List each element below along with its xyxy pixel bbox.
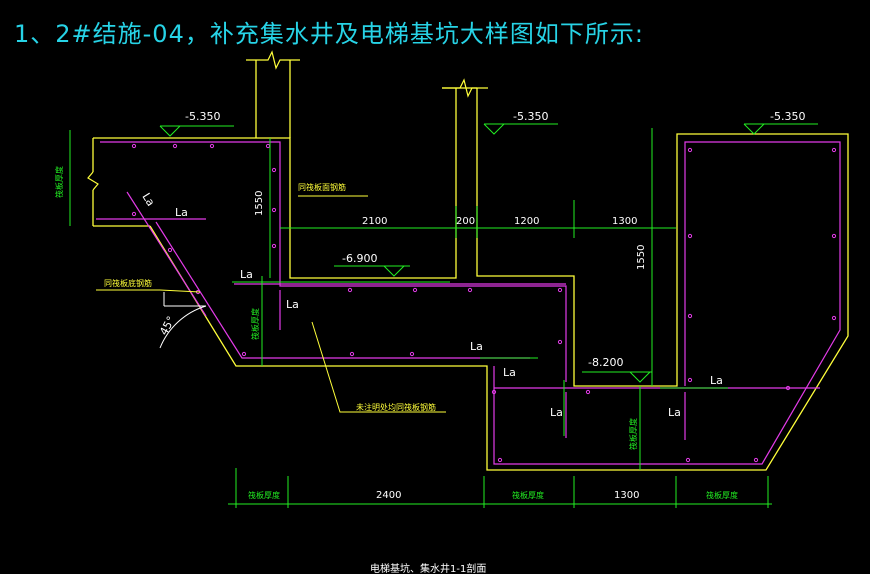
break-symbols — [87, 50, 488, 191]
dim-200: 200 — [456, 216, 475, 227]
leader-not-indicated — [311, 321, 446, 413]
note-leaders — [96, 195, 446, 413]
slope-anchor-rebar — [126, 191, 207, 317]
break-symbol-mid-wall — [442, 78, 488, 98]
elevation-labels: -5.350 -5.350 -5.350 -6.900 -8.200 — [185, 110, 805, 369]
note-bottom-rebar: 同筏板底钢筋 — [104, 278, 152, 288]
angle-arc — [159, 305, 207, 349]
deep-pit-rebar — [493, 141, 841, 465]
slope-rebar — [155, 221, 530, 359]
elevation-marker-pit — [383, 265, 405, 277]
la-label: La — [286, 298, 299, 311]
la-label: La — [503, 366, 516, 379]
annotation-leaders — [159, 292, 207, 349]
elevation-marker-right — [743, 123, 765, 135]
note-top-rebar: 同筏板面钢筋 — [298, 182, 346, 192]
elevation-marker-mid — [483, 123, 505, 135]
top-rebar — [100, 141, 567, 382]
bottom-caption: 电梯基坑、集水井1-1剖面 — [370, 562, 486, 574]
elevation-label-top-middle: -5.350 — [513, 110, 548, 123]
dim-2100: 2100 — [362, 216, 387, 227]
la-label-slope: La — [139, 191, 157, 209]
dim-2400: 2400 — [376, 490, 401, 501]
la-label: La — [668, 406, 681, 419]
dim-1550-right: 1550 — [636, 245, 647, 270]
left-pit-outline — [93, 88, 457, 279]
dim-1300-top: 1300 — [612, 216, 637, 227]
drawing-title: 1、2#结施-04，补充集水井及电梯基坑大样图如下所示: — [14, 20, 644, 48]
elevation-marker-deep — [629, 371, 651, 383]
slab-thickness-label-3: 筏板厚度 — [706, 490, 738, 500]
side-thickness-left: 筏板厚度 — [54, 166, 64, 198]
elevation-label-top-left: -5.350 — [185, 110, 220, 123]
elevation-marker-left — [159, 125, 181, 137]
rebar-lines — [96, 141, 841, 465]
la-label: La — [550, 406, 563, 419]
dim-1200: 1200 — [514, 216, 539, 227]
note-not-indicated: 未注明处均同筏板钢筋 — [356, 402, 436, 412]
slab-thickness-label-1: 筏板厚度 — [248, 490, 280, 500]
la-label: La — [240, 268, 253, 281]
thickness-labels: 筏板厚度 筏板厚度 筏板厚度 筏板厚度 筏板厚度 筏板厚度 — [54, 166, 738, 500]
dim-1300-bottom: 1300 — [614, 490, 639, 501]
dimension-labels: 2100 200 1200 1300 2400 1300 1550 1550 — [254, 191, 647, 501]
dimension-lines — [69, 123, 818, 508]
angle-label: 45° — [157, 314, 178, 337]
rebar-dots — [131, 143, 837, 463]
leader-bottom-rebar-tail — [159, 289, 201, 293]
side-thickness-right: 筏板厚度 — [628, 418, 638, 450]
side-thickness-mid: 筏板厚度 — [250, 308, 260, 340]
break-symbol-raft — [87, 171, 99, 191]
note-labels: 同筏板面钢筋 同筏板底钢筋 未注明处均同筏板钢筋 — [104, 182, 436, 412]
break-symbol-left-wall — [246, 50, 300, 70]
slab-thickness-label-2: 筏板厚度 — [512, 490, 544, 500]
pit-outer-outline — [149, 88, 849, 471]
elevation-label-top-right: -5.350 — [770, 110, 805, 123]
la-label: La — [175, 206, 188, 219]
la-label: La — [710, 374, 723, 387]
la-label: La — [470, 340, 483, 353]
dim-1550-left: 1550 — [254, 191, 265, 216]
elevation-label-deep-pit: -8.200 — [588, 356, 623, 369]
elevation-label-pit-bottom: -6.900 — [342, 252, 377, 265]
